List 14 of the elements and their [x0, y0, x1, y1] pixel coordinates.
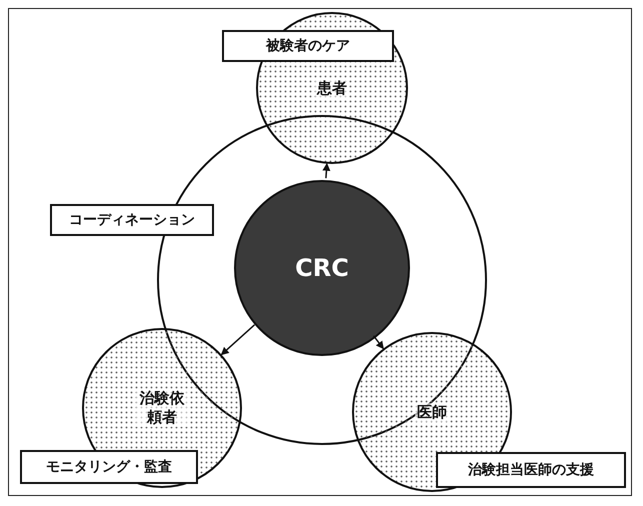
arrow	[372, 335, 384, 350]
node-label: 患者	[315, 78, 349, 98]
label-box	[222, 30, 394, 62]
node-label: 医師	[415, 402, 449, 422]
label-box	[436, 452, 626, 488]
node-label: 被験者のケア	[264, 37, 352, 55]
arrow	[220, 324, 256, 356]
arrow	[322, 162, 330, 178]
label-box	[50, 204, 214, 236]
label-box	[20, 450, 198, 484]
node-label: 治験担当医師の支援	[466, 461, 596, 479]
node-label: モニタリング・監査	[44, 458, 174, 476]
node-label: CRC	[294, 254, 350, 282]
node-label: 治験依頼者	[136, 389, 188, 427]
